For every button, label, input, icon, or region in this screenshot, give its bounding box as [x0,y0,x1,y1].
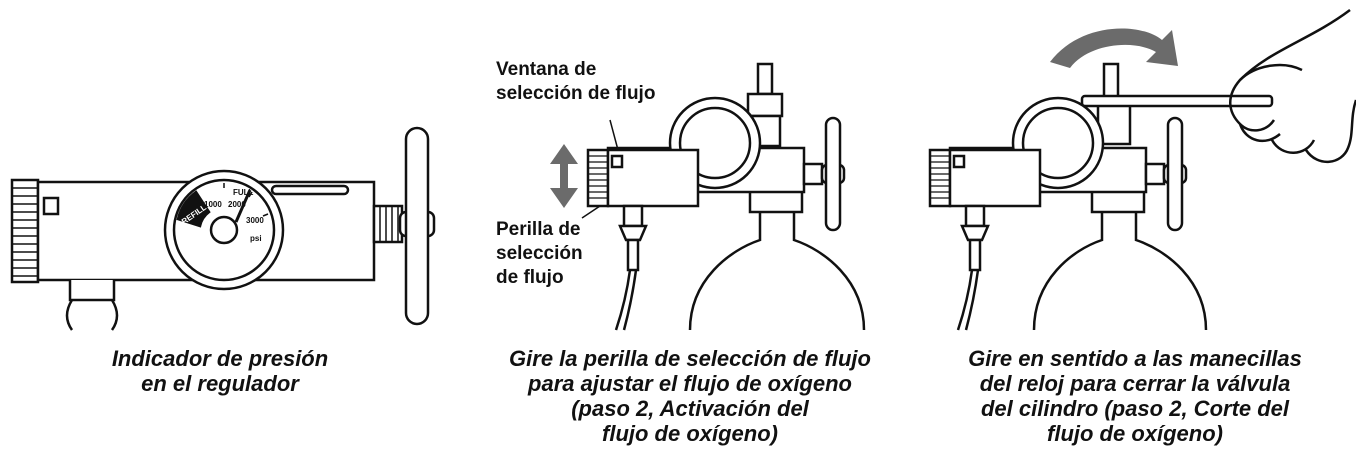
panel-close-valve: Gire en sentido a las manecillas del rel… [910,0,1356,460]
caption-line: en el regulador [141,371,299,396]
gauge-tick-2000: 2000 [228,200,246,209]
label-flow-window: Ventana de selección de flujo [496,58,655,106]
regulator-gauge-illustration [0,0,460,340]
caption-close-valve: Gire en sentido a las manecillas del rel… [920,346,1350,446]
clockwise-arrow [1050,28,1178,68]
label-line: Ventana de [496,59,597,80]
caption-line: del cilindro (paso 2, Corte del [980,396,1290,421]
caption-line: flujo de oxígeno) [1047,421,1223,446]
gauge-unit: psi [250,234,262,243]
caption-line: Indicador de presión [111,346,329,371]
gauge-tick-1000: 1000 [204,200,222,209]
gauge-label-full: FULL [233,188,254,197]
label-line: selección [496,243,583,264]
caption-line: para ajustar el flujo de oxígeno [528,371,852,396]
caption-line: Gire la perilla de selección de flujo [509,346,871,371]
caption-line: (paso 2, Activación del [571,396,809,421]
close-valve-illustration [910,0,1356,340]
panel-flow-knob: Ventana de selección de flujo Perilla de… [460,0,910,460]
label-line: Perilla de [496,219,581,240]
caption-flow-knob: Gire la perilla de selección de flujo pa… [480,346,900,446]
caption-line: Gire en sentido a las manecillas [968,346,1302,371]
up-down-arrow [550,144,578,208]
panel-pressure-gauge: REFILL FULL 1000 2000 3000 psi Indicador… [0,0,460,460]
label-line: de flujo [496,267,564,288]
caption-pressure-gauge: Indicador de presión en el regulador [40,346,400,396]
label-line: selección de flujo [496,83,656,104]
caption-line: flujo de oxígeno) [602,421,778,446]
flow-knob-illustration [550,0,910,340]
gauge-tick-3000: 3000 [246,216,264,225]
caption-line: del reloj para cerrar la válvula [979,371,1291,396]
label-flow-knob: Perilla de selección de flujo [496,218,583,290]
